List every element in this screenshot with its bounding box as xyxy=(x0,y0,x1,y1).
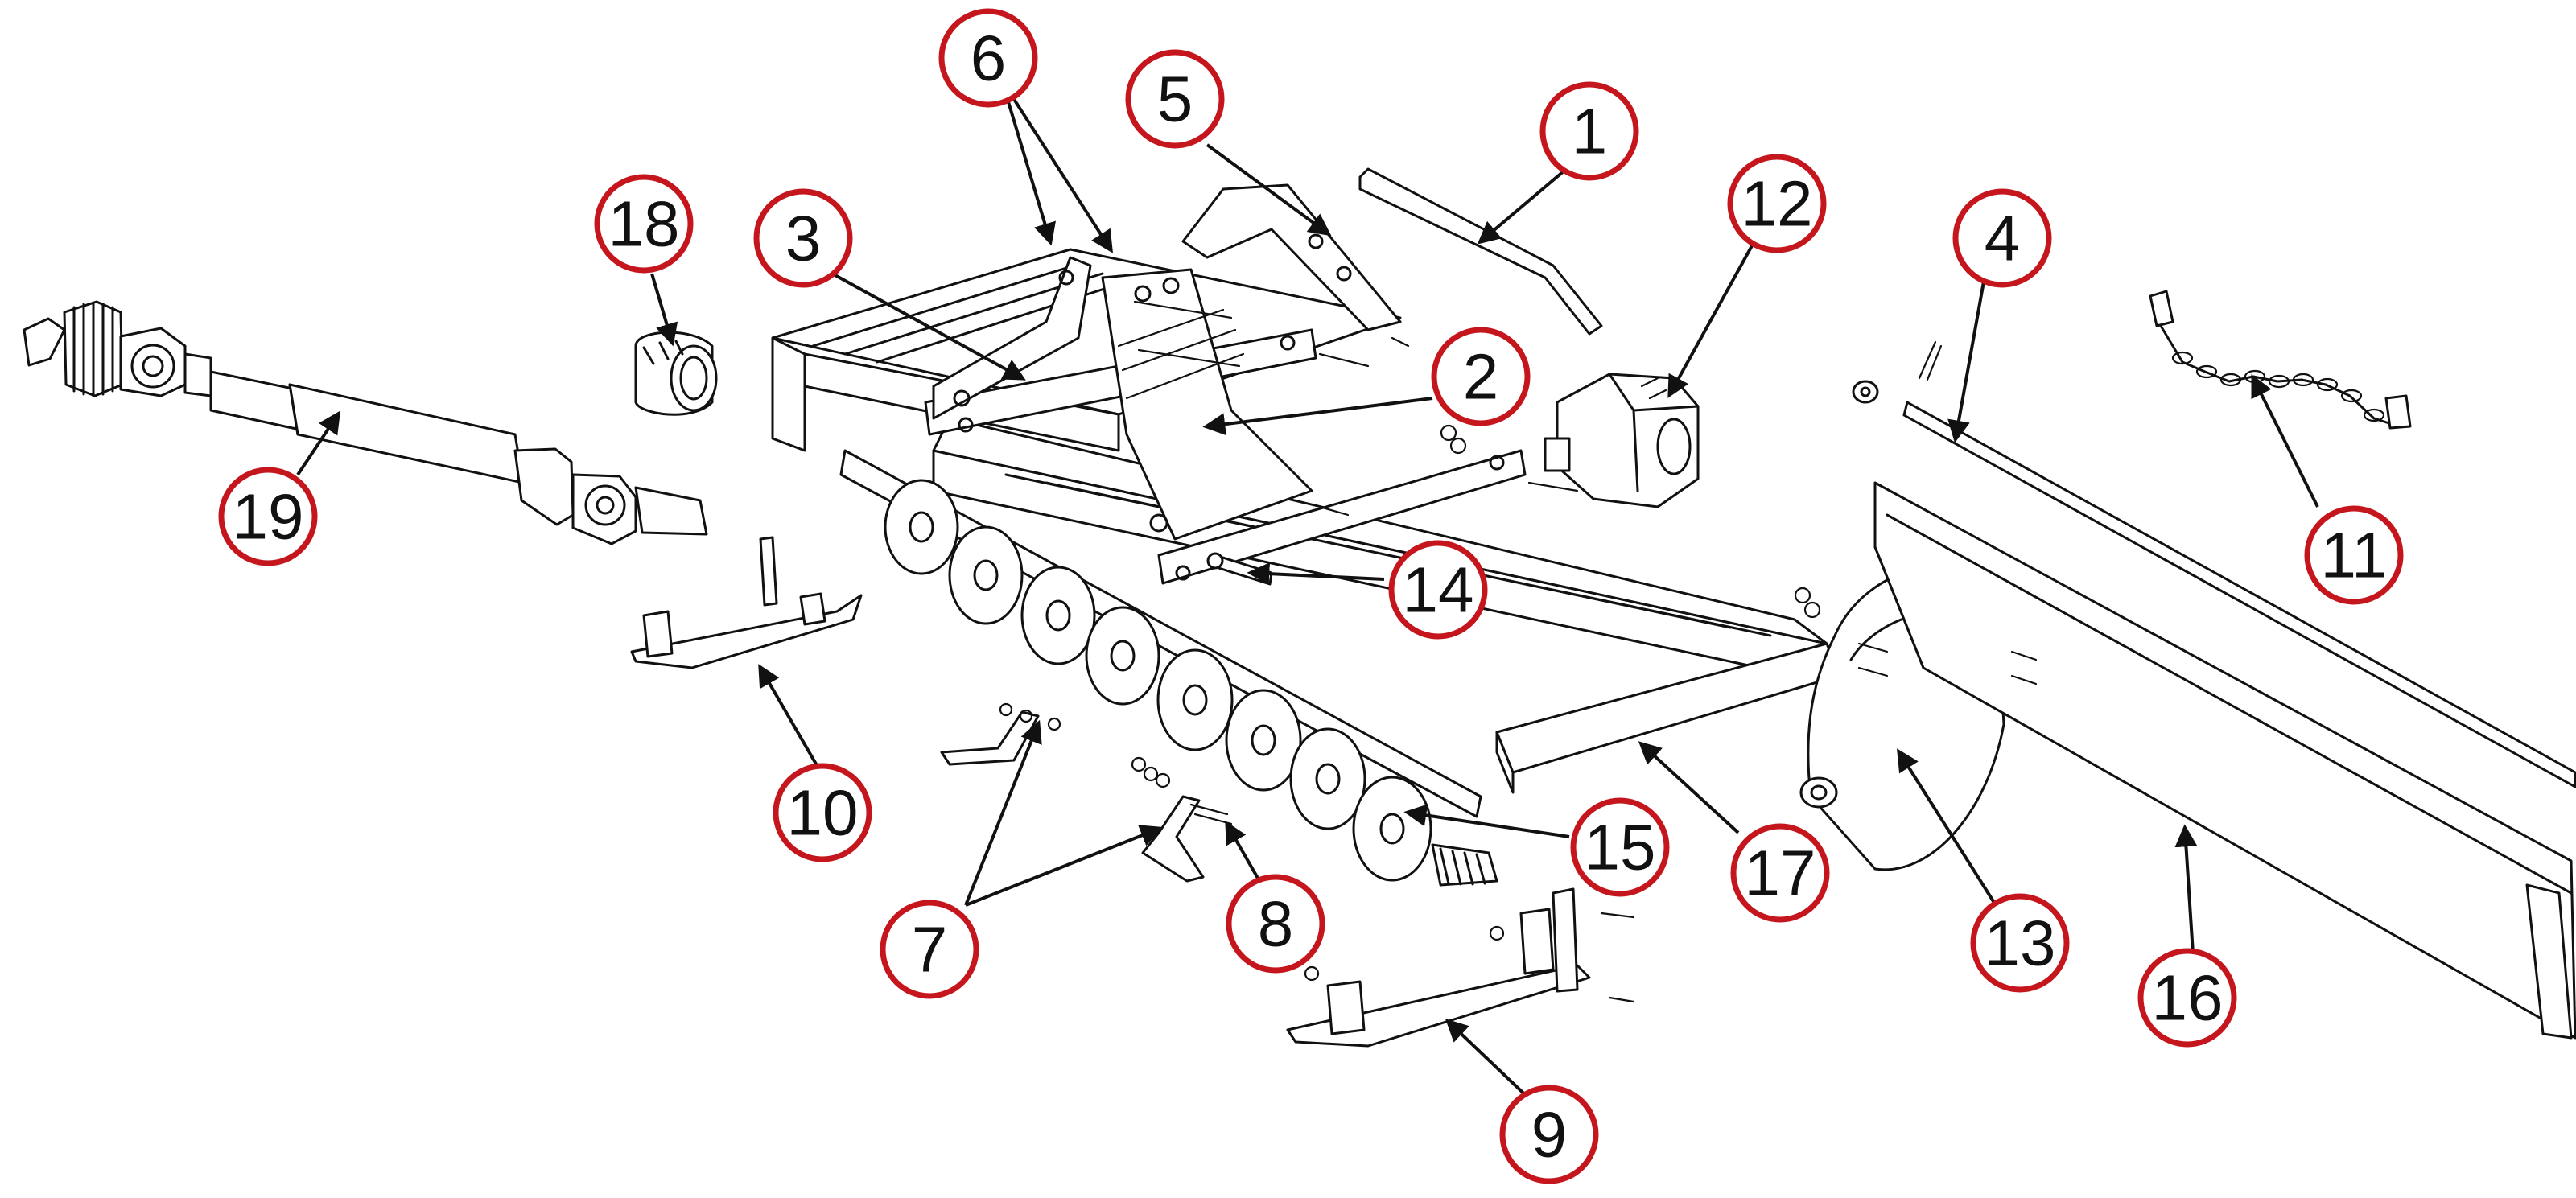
callout-badge-17: 17 xyxy=(1730,823,1830,923)
part-rod xyxy=(1852,340,2576,788)
callout-label-10: 10 xyxy=(787,777,859,849)
part-main-frame xyxy=(771,248,1840,794)
callout-badge-5: 5 xyxy=(1125,49,1225,149)
part-frame-bolts xyxy=(1133,300,2038,685)
callout-badge-6: 6 xyxy=(938,8,1038,108)
callout-badge-7: 7 xyxy=(880,900,979,999)
callout-badge-2: 2 xyxy=(1431,327,1531,426)
callout-badge-9: 9 xyxy=(1499,1085,1599,1184)
callout-badge-10: 10 xyxy=(773,763,872,862)
part-brace xyxy=(1358,167,1603,336)
part-chain xyxy=(2149,290,2412,430)
part-center-plate xyxy=(1101,268,1313,541)
part-gearbox xyxy=(1544,373,1700,508)
callout-label-17: 17 xyxy=(1745,838,1816,909)
part-left-bracket xyxy=(932,256,1092,420)
callout-badge-15: 15 xyxy=(1570,797,1670,897)
callout-badge-16: 16 xyxy=(2137,948,2237,1048)
callout-badge-3: 3 xyxy=(753,188,853,288)
callout-label-2: 2 xyxy=(1463,341,1499,413)
callout-label-8: 8 xyxy=(1258,888,1294,960)
callout-badge-14: 14 xyxy=(1388,540,1488,640)
callout-label-5: 5 xyxy=(1157,64,1193,135)
callout-badge-1: 1 xyxy=(1539,81,1639,181)
part-tines xyxy=(940,702,1205,883)
callout-label-18: 18 xyxy=(608,188,680,260)
callout-label-16: 16 xyxy=(2152,962,2224,1034)
callout-label-13: 13 xyxy=(1985,908,2056,979)
callout-badge-11: 11 xyxy=(2304,505,2404,605)
callout-badges: 1 2 3 4 5 6 7 8 xyxy=(218,8,2404,1184)
callout-label-3: 3 xyxy=(785,203,822,274)
callout-label-15: 15 xyxy=(1585,812,1656,883)
callout-label-6: 6 xyxy=(971,23,1007,94)
callout-badge-12: 12 xyxy=(1727,154,1827,253)
callout-label-1: 1 xyxy=(1572,96,1608,167)
part-left-skid xyxy=(630,536,863,669)
part-bushing xyxy=(634,331,718,416)
callout-badge-19: 19 xyxy=(218,467,318,566)
callout-label-7: 7 xyxy=(912,914,948,986)
callout-label-4: 4 xyxy=(1985,203,2021,274)
callout-badge-13: 13 xyxy=(1970,893,2070,993)
part-rear-shield xyxy=(1873,481,2576,1040)
callout-label-9: 9 xyxy=(1531,1099,1568,1171)
part-pto-shaft xyxy=(23,300,708,545)
leader-lines xyxy=(296,79,2319,1104)
callout-badge-18: 18 xyxy=(594,174,694,274)
part-tine-discs xyxy=(884,479,1432,882)
callout-label-19: 19 xyxy=(233,481,304,553)
callout-label-12: 12 xyxy=(1741,168,1813,240)
callout-badge-8: 8 xyxy=(1226,874,1325,974)
part-top-link-bracket xyxy=(1181,183,1410,348)
part-bolts xyxy=(1131,756,1233,825)
callout-label-14: 14 xyxy=(1403,554,1474,626)
part-right-skid xyxy=(1286,887,1635,1048)
callout-badge-4: 4 xyxy=(1952,188,2052,288)
callout-label-11: 11 xyxy=(2320,520,2387,591)
